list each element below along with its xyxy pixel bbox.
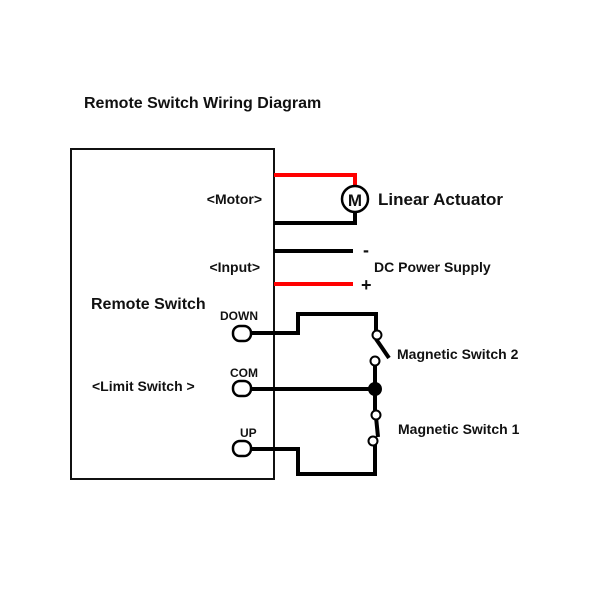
terminal-com-connector: [231, 379, 253, 398]
switch-1-contact-bottom: [367, 435, 379, 447]
motor-icon: [340, 184, 370, 214]
limit-switch-port-label: <Limit Switch >: [92, 378, 195, 394]
motor-symbol-label: M: [348, 191, 362, 210]
junction-node: [368, 382, 382, 396]
terminal-down-label: DOWN: [220, 309, 258, 323]
diagram-title: Remote Switch Wiring Diagram: [84, 95, 321, 112]
down-wire: [251, 312, 378, 335]
magnetic-switch-2-label: Magnetic Switch 2: [397, 346, 519, 362]
negative-terminal-label: -: [363, 240, 369, 260]
terminal-up-label: UP: [240, 426, 257, 440]
remote-switch-box: [70, 148, 275, 480]
motor-wire-positive: [274, 173, 357, 186]
switch-2-contact-bottom: [369, 355, 381, 367]
terminal-down-connector: [231, 324, 253, 343]
magnetic-switch-2-contact: [374, 337, 391, 360]
motor-wire-negative: [274, 211, 357, 225]
up-wire: [251, 443, 377, 476]
switch-2-contact-top: [371, 329, 383, 341]
terminal-up-connector: [231, 439, 253, 458]
remote-switch-label: Remote Switch: [91, 296, 206, 313]
dc-power-supply-label: DC Power Supply: [374, 259, 491, 275]
terminal-com-label: COM: [230, 366, 258, 380]
input-port-label: <Input>: [209, 259, 260, 275]
positive-terminal-label: +: [361, 275, 372, 295]
switch-1-contact-top: [370, 409, 382, 421]
linear-actuator-label: Linear Actuator: [378, 190, 503, 209]
motor-port-label: <Motor>: [207, 191, 262, 207]
magnetic-switch-1-label: Magnetic Switch 1: [398, 421, 520, 437]
